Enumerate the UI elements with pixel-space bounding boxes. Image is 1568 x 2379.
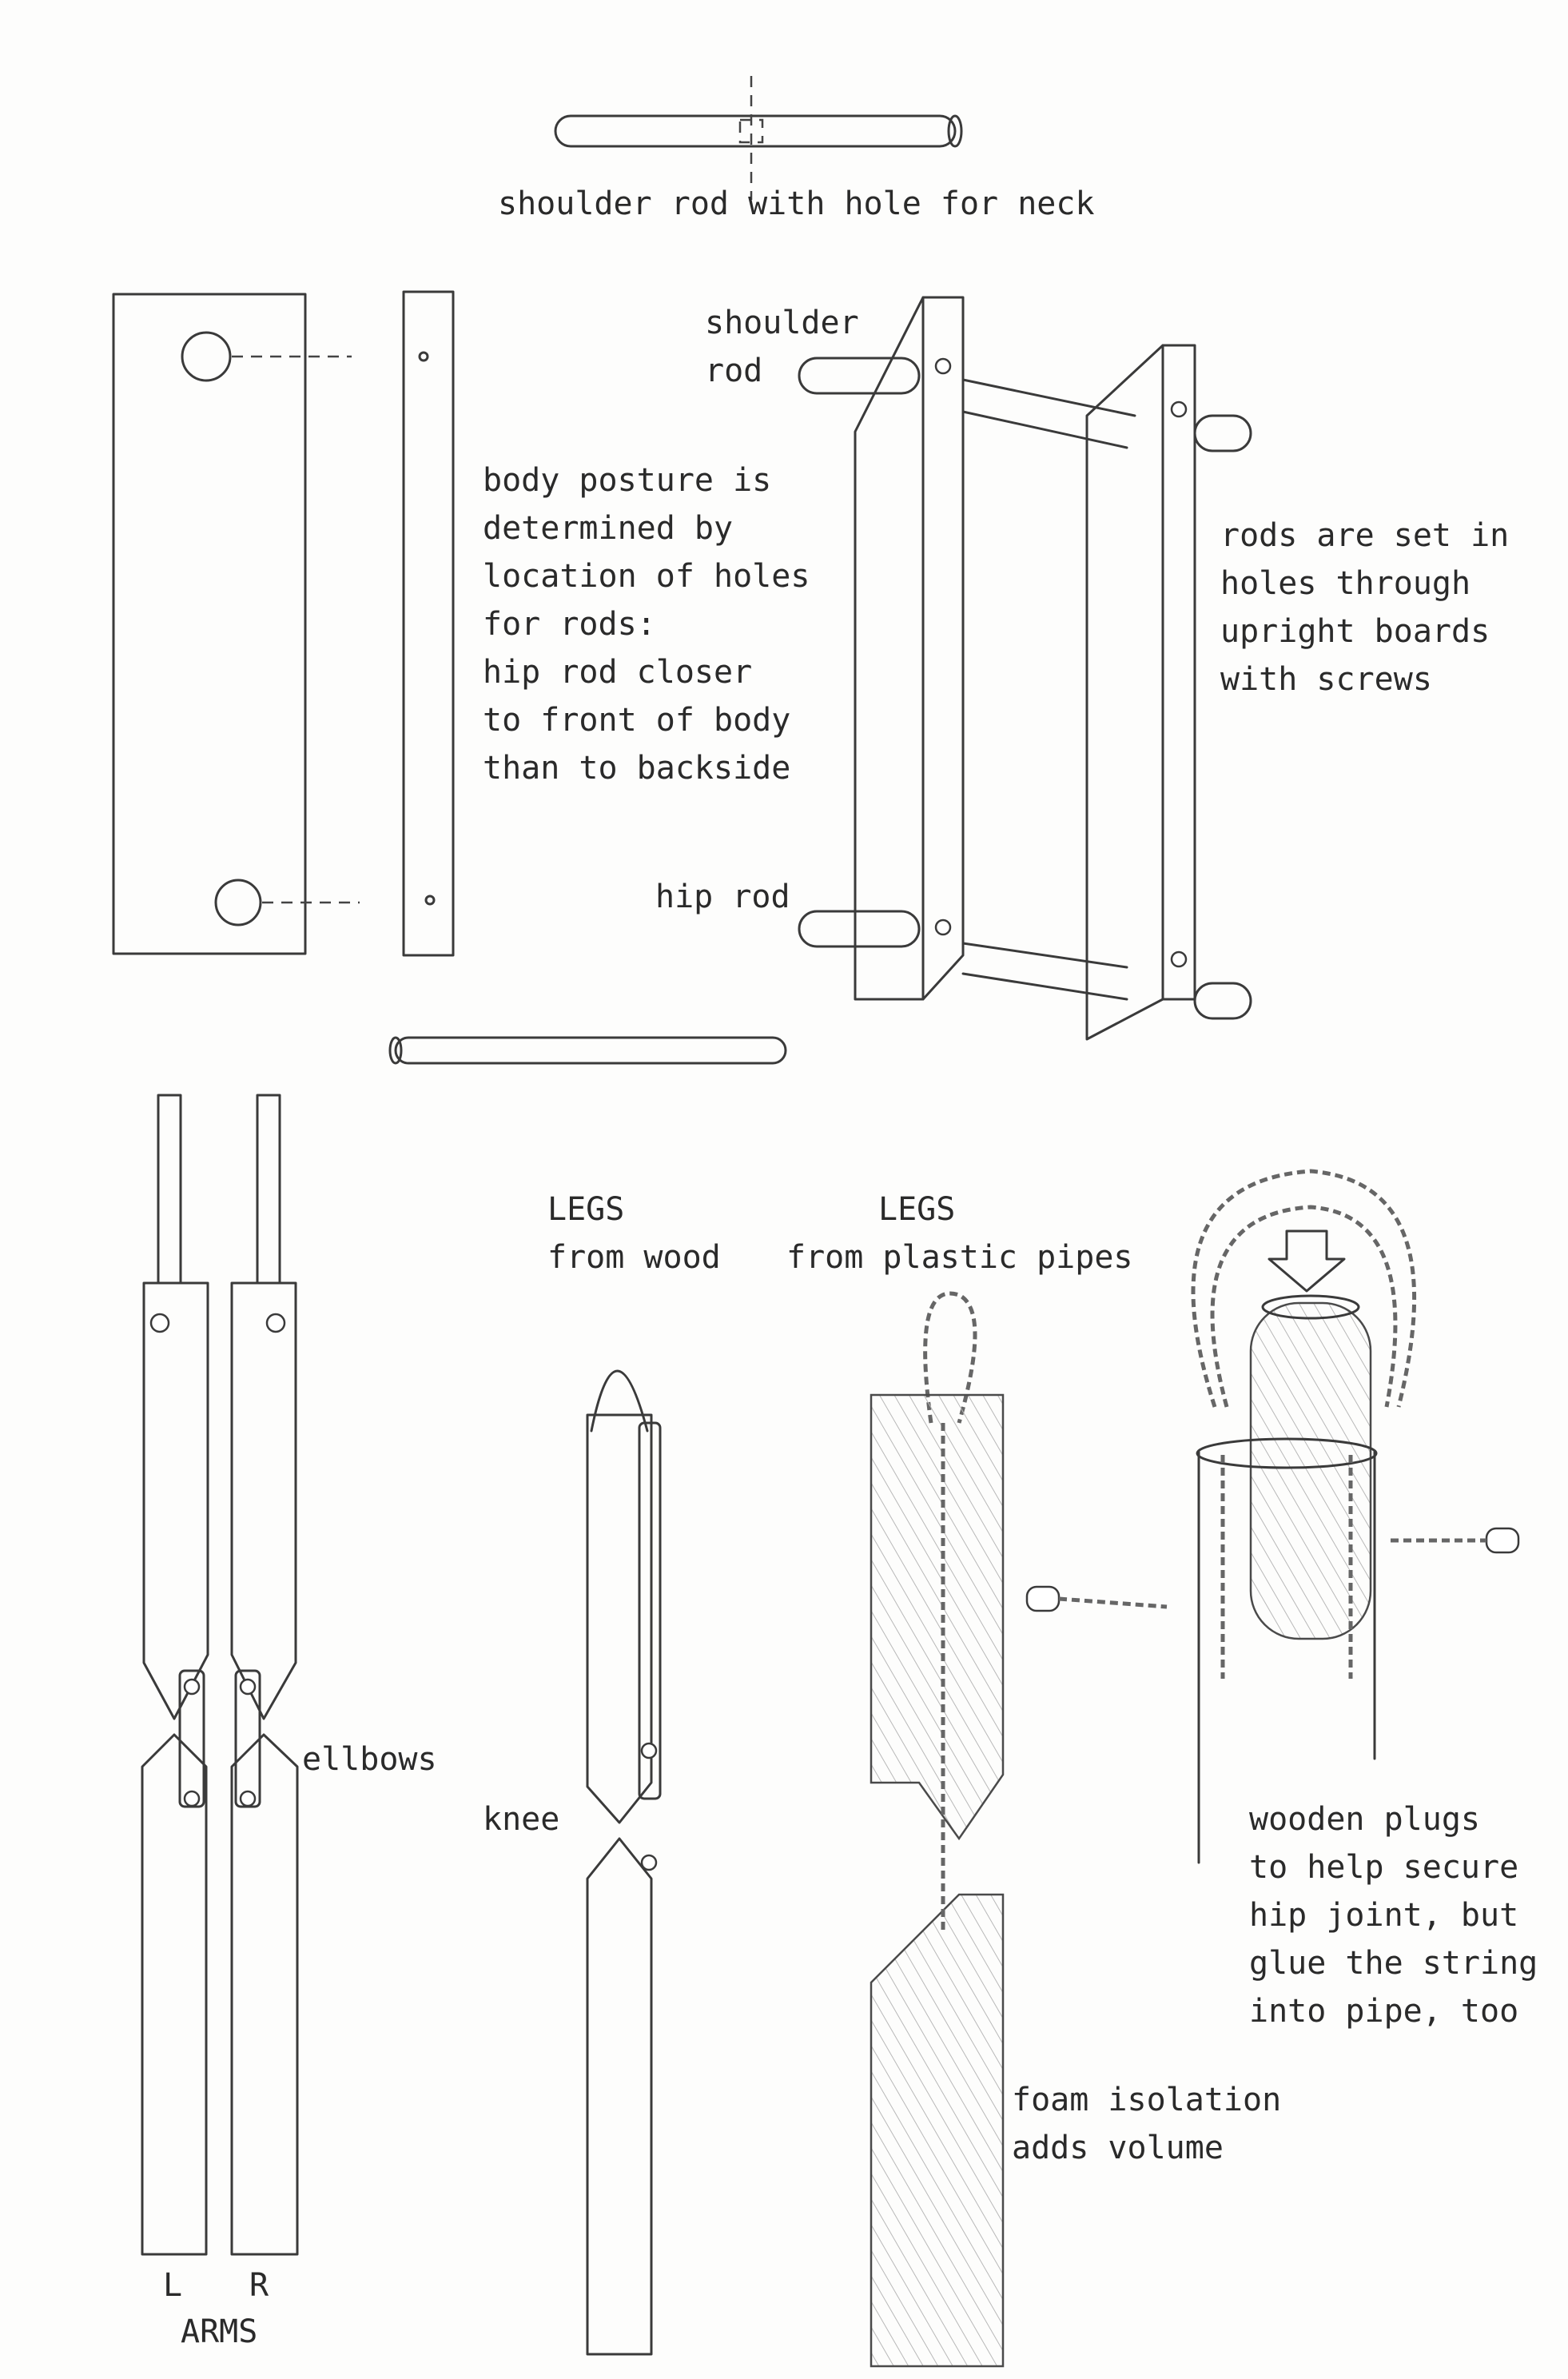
label-line: location of holes: [483, 558, 810, 595]
label-hip-rod: hip rod: [655, 879, 790, 915]
label-line: to front of body: [483, 702, 791, 739]
hip-joint-detail: [1025, 1169, 1520, 1864]
label-line: holes through: [1220, 565, 1471, 602]
label-shoulder-rod: shoulder rod: [705, 299, 859, 395]
label-legs-wood: LEGS from wood: [547, 1186, 721, 1281]
label-line: LEGS: [878, 1191, 956, 1228]
label-arm-r: R: [249, 2267, 269, 2304]
label-line: rods are set in: [1220, 517, 1510, 554]
label-ellbows: ellbows: [302, 1741, 437, 1778]
label-rods-set: rods are set in holes through upright bo…: [1220, 512, 1509, 703]
label-line: shoulder: [705, 305, 859, 341]
label-line: LEGS: [547, 1191, 625, 1228]
label-line: to help secure: [1249, 1849, 1519, 1886]
label-line: with screws: [1220, 661, 1432, 698]
label-arms: ARMS: [181, 2313, 258, 2350]
label-line: hip joint, but: [1249, 1897, 1519, 1934]
label-line: from plastic pipes: [786, 1239, 1133, 1276]
label-line: determined by: [483, 510, 734, 547]
leg-wood-drawing: [586, 1369, 662, 2356]
label-line: upright boards: [1220, 613, 1490, 650]
body-board-side: [402, 290, 455, 957]
label-body-posture: body posture is determined by location o…: [483, 456, 810, 792]
label-line: for rods:: [483, 606, 656, 643]
label-wooden-plugs: wooden plugs to help secure hip joint, b…: [1249, 1795, 1538, 2035]
label-line: than to backside: [483, 750, 791, 787]
arms-drawing: [141, 1094, 299, 2256]
label-line: rod: [705, 353, 763, 389]
label-line: glue the string: [1249, 1945, 1538, 1982]
shoulder-rod-drawing: [554, 76, 963, 200]
hip-rod-loose: [388, 1036, 787, 1065]
label-arm-l: L: [163, 2267, 183, 2304]
label-shoulder-rod-hole: shoulder rod with hole for neck: [498, 185, 1095, 222]
label-foam: foam isolation adds volume: [1012, 2076, 1281, 2172]
label-knee: knee: [483, 1801, 560, 1838]
label-line: wooden plugs: [1249, 1801, 1480, 1838]
label-line: into pipe, too: [1249, 1993, 1519, 2030]
label-line: body posture is: [483, 462, 772, 499]
label-legs-pipes: LEGS from plastic pipes: [786, 1186, 1132, 1281]
body-board-front: [112, 293, 360, 955]
label-line: from wood: [547, 1239, 721, 1276]
label-line: hip rod closer: [483, 654, 753, 691]
label-line: adds volume: [1012, 2130, 1224, 2166]
body-frame-assembly: [798, 296, 1252, 1041]
label-line: foam isolation: [1012, 2082, 1282, 2118]
leg-pipe-drawing: [870, 1291, 1005, 2368]
